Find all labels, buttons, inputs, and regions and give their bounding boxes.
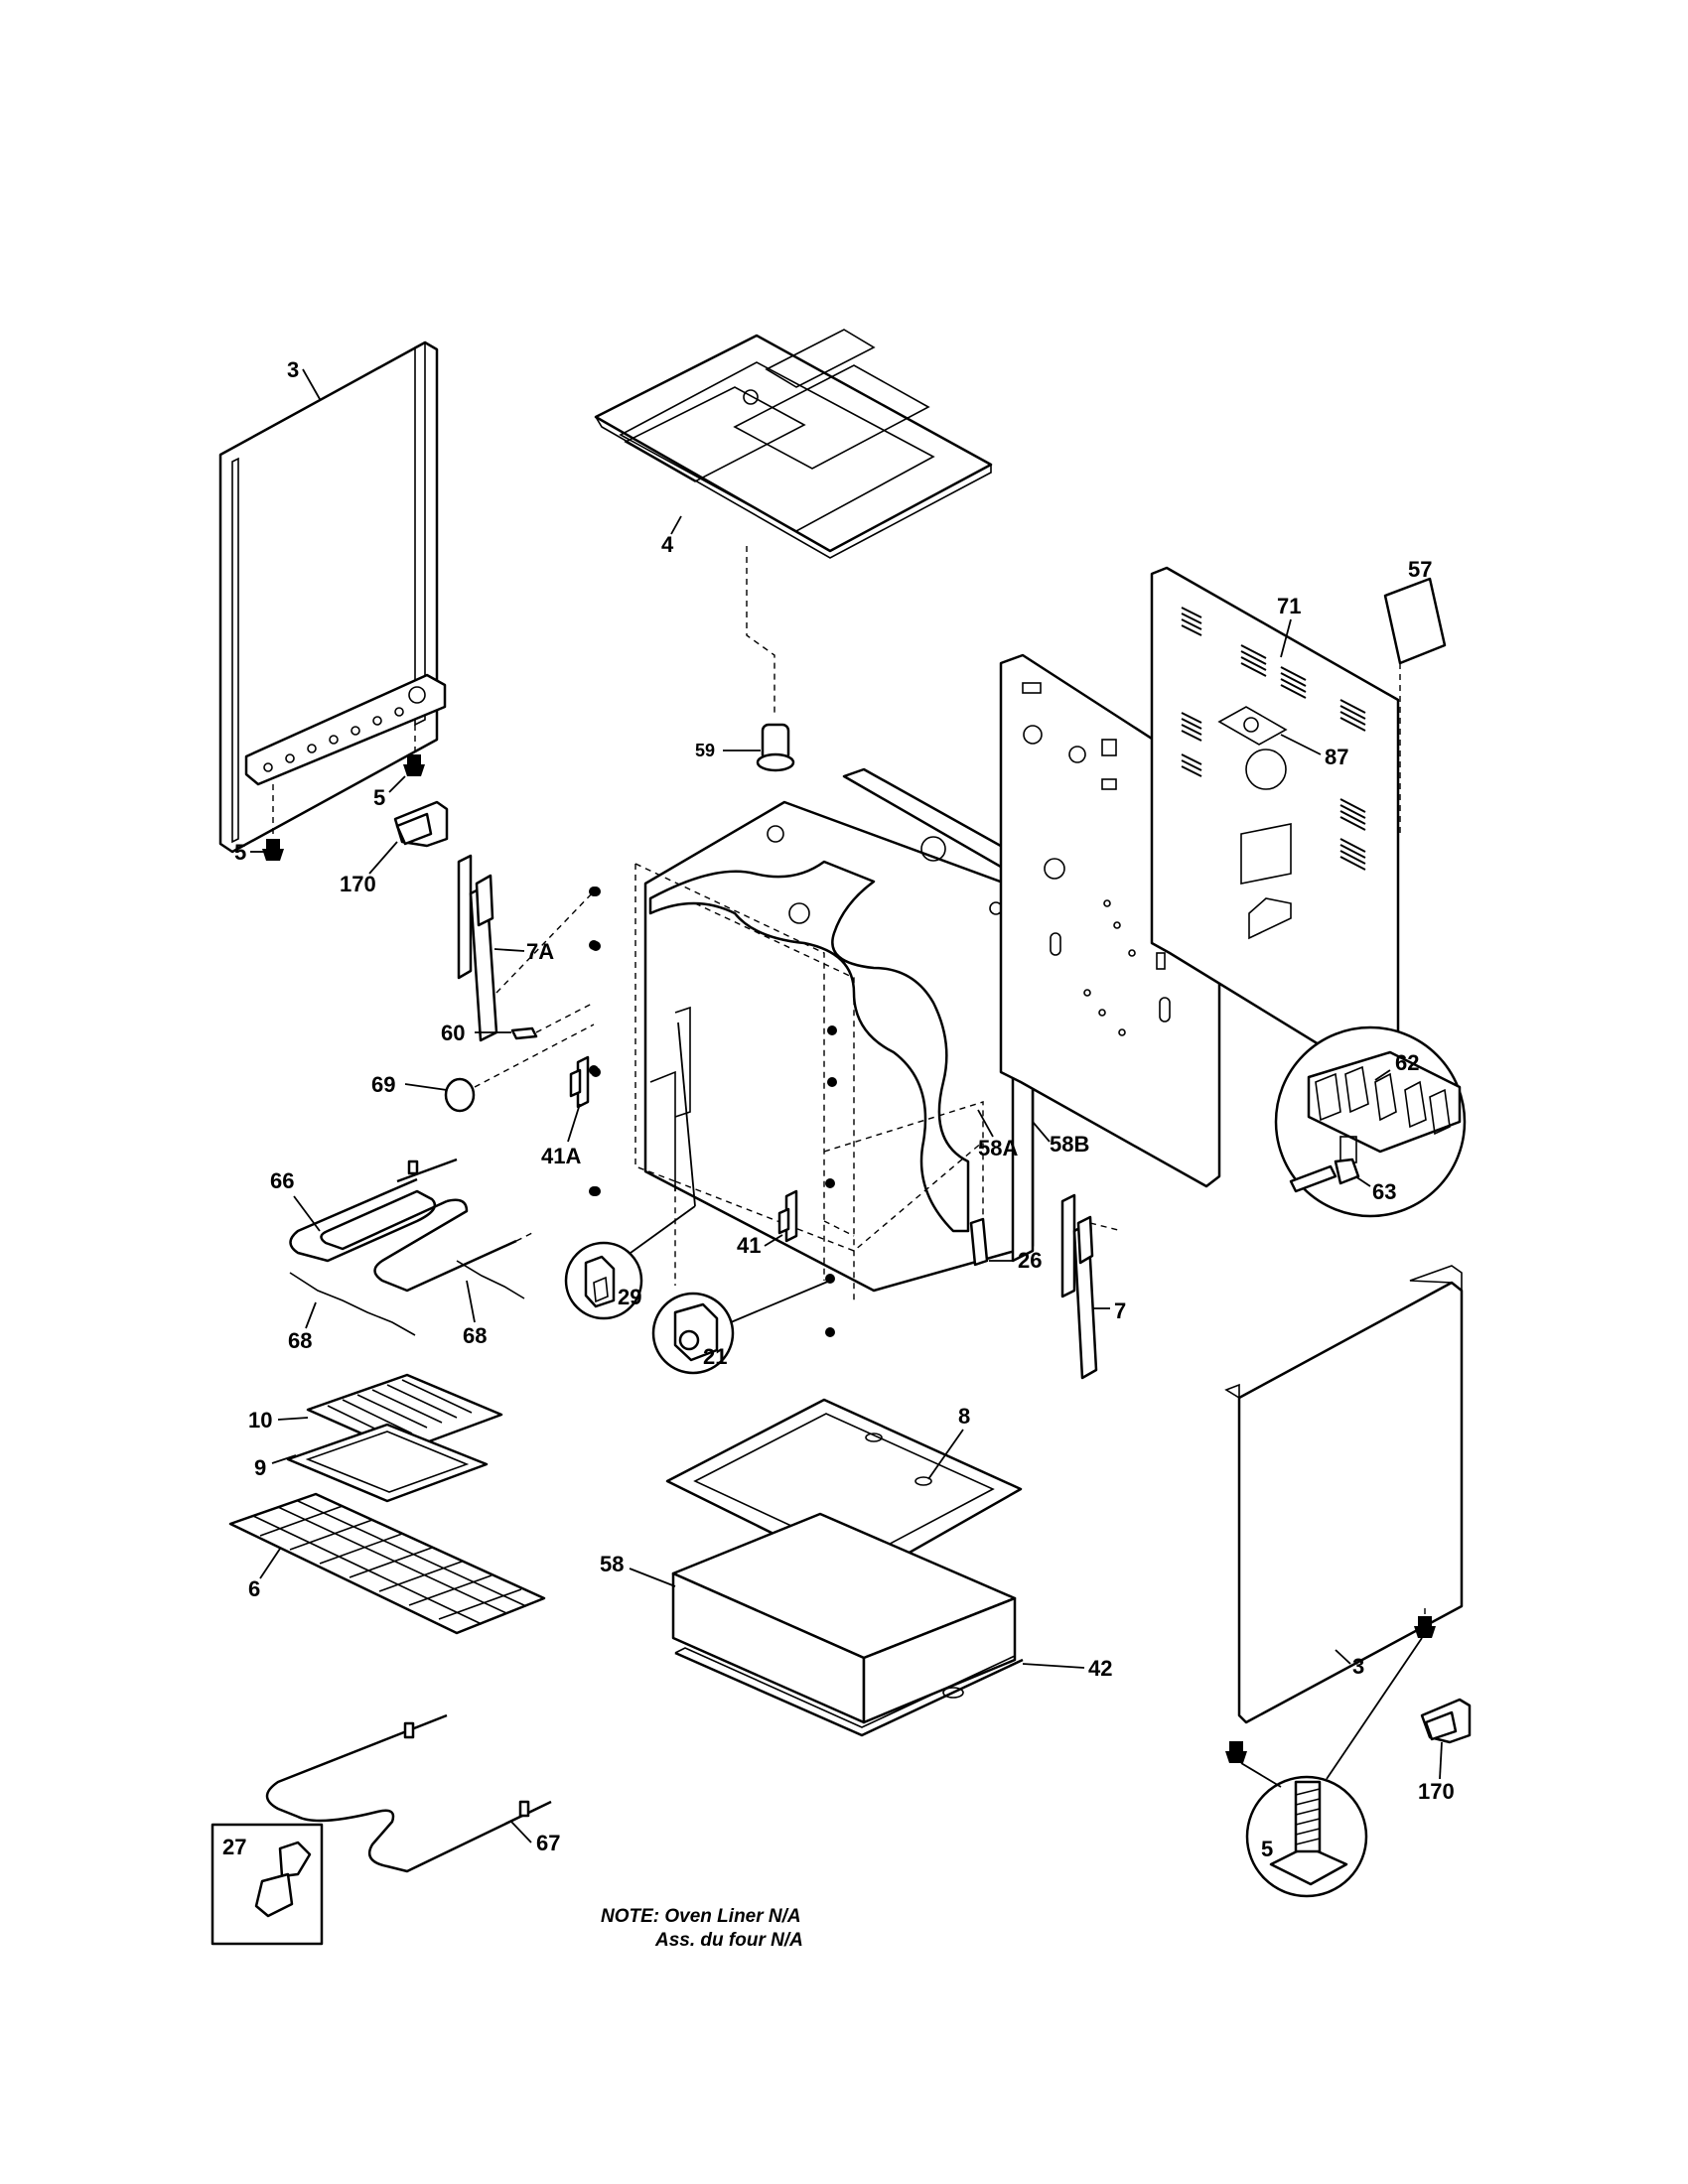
callout-59: 59 <box>695 741 715 760</box>
callout-66: 66 <box>270 1168 294 1193</box>
callout-42: 42 <box>1088 1656 1112 1681</box>
bracket-41 <box>777 1189 798 1243</box>
note-line-2: Ass. du four N/A <box>654 1930 803 1951</box>
grommet-detail-21 <box>651 1292 735 1375</box>
right-side-panel <box>1224 1265 1464 1724</box>
callout-10: 10 <box>248 1408 272 1433</box>
callout-62: 62 <box>1395 1050 1419 1075</box>
callout-69: 69 <box>371 1072 395 1097</box>
callout-9: 9 <box>254 1455 266 1480</box>
callout-68-right: 68 <box>463 1323 487 1348</box>
callout-71: 71 <box>1277 594 1301 618</box>
left-column-screws <box>591 887 601 1196</box>
screw-5-right-lower <box>1225 1741 1247 1763</box>
callout-26: 26 <box>1018 1248 1042 1273</box>
callout-170-left: 170 <box>340 872 376 896</box>
left-side-panel <box>218 341 447 854</box>
callout-4: 4 <box>661 532 674 557</box>
bake-element-66 <box>289 1158 517 1293</box>
oven-rack-6 <box>228 1492 546 1635</box>
callout-6: 6 <box>248 1576 260 1601</box>
leveling-leg-detail <box>1245 1775 1368 1898</box>
callout-29: 29 <box>618 1285 641 1309</box>
oven-cavity-frame <box>634 863 984 1300</box>
plug-69 <box>444 1077 476 1113</box>
callout-60: 60 <box>441 1021 465 1045</box>
callout-5-b: 5 <box>234 840 246 865</box>
callout-5-a: 5 <box>373 785 385 810</box>
callout-58B: 58B <box>1050 1132 1089 1157</box>
hinge-7 <box>1060 1193 1098 1380</box>
broil-element-67 <box>265 1713 552 1873</box>
callout-5-detail: 5 <box>1261 1837 1273 1861</box>
callout-57: 57 <box>1408 557 1432 582</box>
callout-41A: 41A <box>541 1144 581 1168</box>
callout-63: 63 <box>1372 1179 1396 1204</box>
callout-3-left: 3 <box>287 357 299 382</box>
terminal-block-detail <box>1274 1025 1467 1218</box>
callout-7: 7 <box>1114 1298 1126 1323</box>
screw-5-right-upper <box>1414 1616 1436 1638</box>
callout-27: 27 <box>222 1835 246 1859</box>
drawer-bottom-42 <box>674 1647 1024 1737</box>
callout-8: 8 <box>958 1404 970 1429</box>
callout-58: 58 <box>600 1552 624 1576</box>
callout-58A: 58A <box>978 1136 1018 1160</box>
oven-body <box>643 767 1044 1293</box>
anti-tip-bracket-right <box>1420 1698 1472 1744</box>
screw-5-upper <box>403 754 425 776</box>
broiler-pan-9 <box>286 1423 489 1503</box>
grommet-59 <box>756 723 795 772</box>
bracket-26 <box>969 1217 989 1267</box>
cooktop-support-panel <box>594 329 993 559</box>
callout-3-right: 3 <box>1352 1654 1364 1679</box>
callout-41: 41 <box>737 1233 761 1258</box>
screw-5-lower <box>262 839 284 861</box>
callout-170-right: 170 <box>1418 1779 1455 1804</box>
callout-7A: 7A <box>526 939 554 964</box>
label-plate-57 <box>1383 577 1447 665</box>
clip-detail-29 <box>564 1241 643 1320</box>
hinge-7A <box>457 854 498 1042</box>
callout-68-left: 68 <box>288 1328 312 1353</box>
anti-tip-bracket-left <box>393 800 449 848</box>
insulation-58 <box>671 1512 1017 1724</box>
inset-box-27 <box>211 1823 324 1946</box>
note-line-1: NOTE: Oven Liner N/A <box>601 1906 801 1927</box>
heat-shield-wire-68 <box>289 1260 525 1336</box>
callout-21: 21 <box>703 1344 727 1369</box>
clip-60 <box>510 1026 538 1040</box>
callout-67: 67 <box>536 1831 560 1855</box>
callout-87: 87 <box>1325 745 1348 769</box>
bracket-41A <box>569 1055 590 1109</box>
